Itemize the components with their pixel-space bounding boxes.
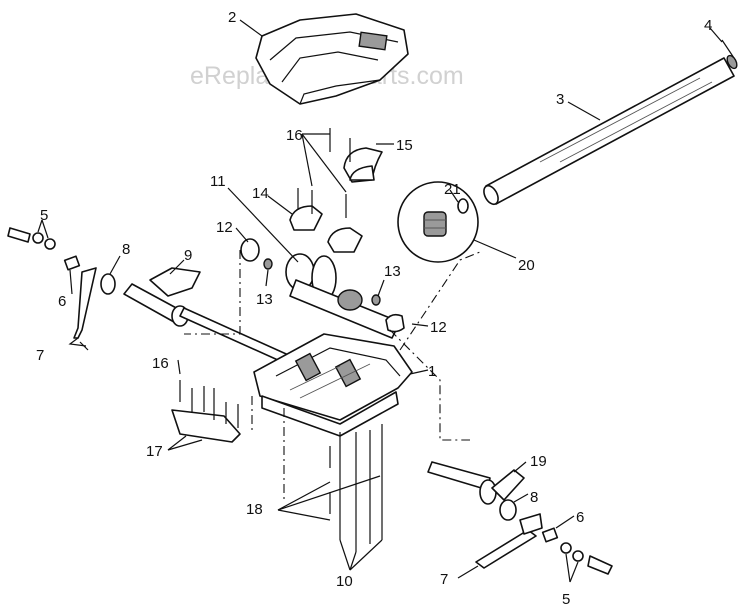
part-9-lever-left <box>123 267 305 371</box>
callout-16-lower: 16 <box>152 355 169 372</box>
part-13-pin-left <box>263 258 273 270</box>
callout-13-left: 13 <box>256 291 273 308</box>
part-2-cover <box>255 13 409 105</box>
callout-8-right: 8 <box>530 489 538 506</box>
callout-1: 1 <box>428 363 436 380</box>
callout-16-upper: 16 <box>286 127 303 144</box>
callout-12-left: 12 <box>216 219 233 236</box>
callout-14: 14 <box>252 185 269 202</box>
callout-12-right: 12 <box>430 319 447 336</box>
part-20-bushing-detail <box>397 181 479 263</box>
callout-10: 10 <box>336 573 353 590</box>
part-6-nut-left <box>63 255 81 271</box>
part-19-lever-right <box>427 461 525 505</box>
callout-21: 21 <box>444 181 461 198</box>
part-5-bolts-right <box>560 542 613 575</box>
part-5-bolts-left <box>7 227 56 250</box>
callout-6-right: 6 <box>576 509 584 526</box>
callout-20: 20 <box>518 257 535 274</box>
callout-5-left: 5 <box>40 207 48 224</box>
part-12-washer-left <box>240 238 260 262</box>
callout-2: 2 <box>228 9 236 26</box>
part-6-nut-right <box>541 527 559 543</box>
part-10-screws <box>339 424 383 552</box>
part-11-gear <box>285 253 401 339</box>
part-8-washer-right <box>499 499 517 521</box>
part-7-handle-right <box>475 513 543 569</box>
callout-13-right: 13 <box>384 263 401 280</box>
part-21-washer <box>457 198 469 214</box>
callout-18: 18 <box>246 501 263 518</box>
part-15-collar <box>343 147 383 183</box>
callout-19: 19 <box>530 453 547 470</box>
callout-9: 9 <box>184 247 192 264</box>
callout-6-left: 6 <box>58 293 66 310</box>
leader-lines <box>37 19 723 583</box>
callout-7-right: 7 <box>440 571 448 588</box>
callout-15: 15 <box>396 137 413 154</box>
part-3-shaft <box>483 57 735 206</box>
part-7-handle-left <box>68 267 97 347</box>
part-13-pin-right <box>371 294 381 306</box>
callout-17: 17 <box>146 443 163 460</box>
part-16-screws-upper <box>297 128 351 218</box>
part-4-shaft-end <box>721 39 738 70</box>
callout-11: 11 <box>210 173 226 190</box>
alignment-lines <box>184 250 481 500</box>
callout-labels: 2 4 3 16 15 11 14 21 12 20 13 13 12 1 5 … <box>36 9 712 608</box>
part-12-washer-right <box>385 313 405 333</box>
callout-7-left: 7 <box>36 347 44 364</box>
callout-5-right: 5 <box>562 591 570 608</box>
callout-3: 3 <box>556 91 564 108</box>
part-17-bracket <box>171 380 241 443</box>
part-8-washer-left <box>100 273 116 295</box>
callout-8-left: 8 <box>122 241 130 258</box>
callout-4: 4 <box>704 17 712 34</box>
part-1-housing <box>253 333 413 437</box>
part-14-collar <box>289 205 363 253</box>
